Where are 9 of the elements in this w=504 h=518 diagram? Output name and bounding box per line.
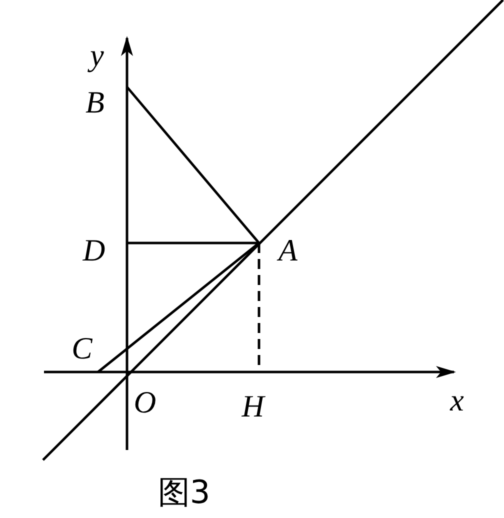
point-label: O (134, 386, 156, 418)
point-label: y (90, 40, 104, 70)
point-label: C (72, 332, 92, 364)
figure-caption: 图3 (158, 476, 210, 508)
point-label: x (450, 384, 464, 416)
point-label: A (278, 234, 298, 266)
point-label: B (86, 86, 104, 118)
point-label: D (82, 234, 106, 266)
point-label: H (242, 390, 264, 422)
